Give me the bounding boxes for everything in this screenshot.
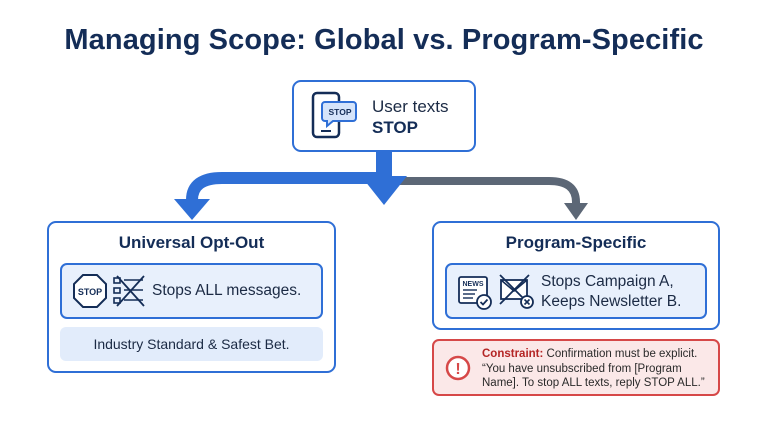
- arrow-stem: [376, 152, 392, 180]
- program-specific-box: Program-Specific NEWS Stops Campaign A, …: [432, 221, 720, 330]
- constraint-box: ! Constraint: Confirmation must be expli…: [432, 339, 720, 396]
- program-specific-text: Stops Campaign A, Keeps Newsletter B.: [541, 272, 681, 312]
- keeps-newsletter-text: Keeps Newsletter B.: [541, 293, 682, 310]
- stop-sign-icon: STOP: [73, 274, 107, 308]
- universal-opt-out-panel: STOP Stops ALL messages.: [60, 263, 323, 319]
- user-texts-label: User texts: [372, 97, 449, 116]
- program-specific-panel: NEWS Stops Campaign A, Keeps Newsletter …: [445, 263, 707, 319]
- stop-sign-text: STOP: [78, 287, 102, 297]
- bubble-stop-text: STOP: [329, 107, 352, 117]
- constraint-message: Confirmation must be explicit. “You have…: [482, 348, 705, 389]
- page-title: Managing Scope: Global vs. Program-Speci…: [64, 24, 704, 56]
- warning-icon: !: [445, 355, 471, 381]
- constraint-label: Constraint:: [482, 348, 544, 360]
- stop-label: STOP: [372, 118, 418, 137]
- crossed-messages-icon: [113, 275, 145, 307]
- stops-campaign-text: Stops Campaign A,: [541, 273, 674, 290]
- arrow-to-universal: [186, 172, 384, 204]
- universal-opt-out-title: Universal Opt-Out: [118, 233, 265, 252]
- industry-standard-note: Industry Standard & Safest Bet.: [60, 327, 323, 361]
- user-stop-box: STOP User texts STOP: [292, 80, 476, 152]
- phone-icon: STOP: [311, 91, 357, 139]
- arrow-head-right: [564, 203, 588, 220]
- arrow-head-left: [174, 199, 210, 220]
- warning-mark: !: [455, 361, 460, 378]
- user-stop-text: User texts STOP: [372, 96, 449, 138]
- arrow-head-down: [361, 176, 407, 205]
- stops-all-text: Stops ALL messages.: [152, 282, 302, 299]
- crossed-envelope-icon: [499, 274, 534, 309]
- arrow-to-program-specific: [385, 177, 580, 207]
- newspaper-icon: NEWS: [458, 276, 492, 310]
- newspaper-label: NEWS: [463, 281, 484, 288]
- universal-opt-out-box: Universal Opt-Out STOP Stops ALL message…: [47, 221, 336, 373]
- constraint-text: Constraint: Confirmation must be explici…: [482, 347, 714, 391]
- program-specific-title: Program-Specific: [505, 233, 647, 252]
